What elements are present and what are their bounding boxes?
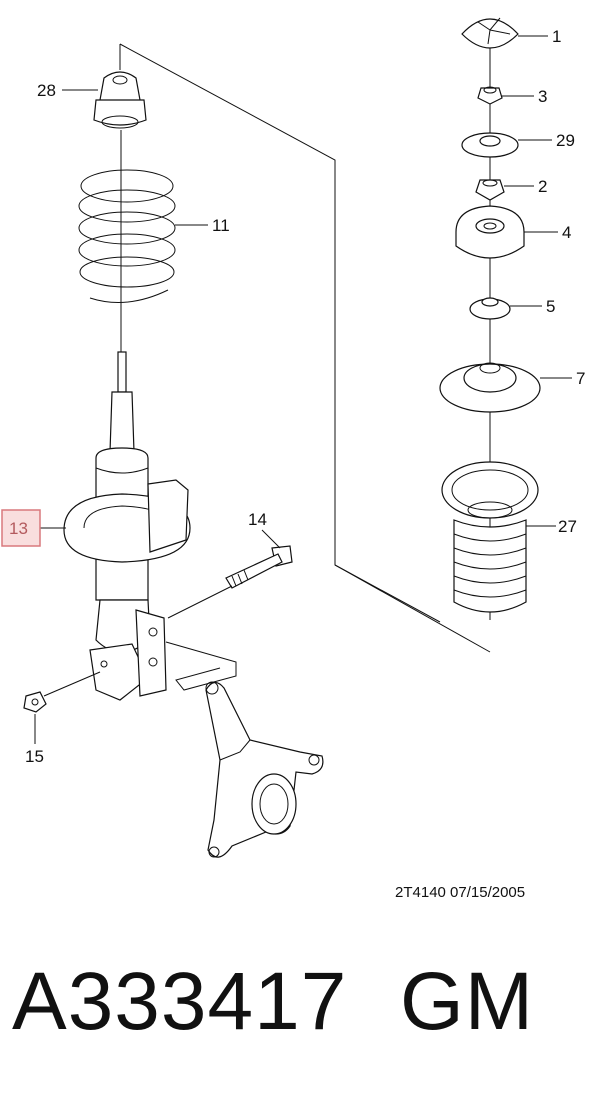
part-7-spring-seat [439,362,541,413]
part-27-dust-boot [441,461,539,613]
nut-guide-line [43,671,101,697]
brand-name: GM [400,956,535,1047]
callout-29: 29 [556,131,575,150]
part-29-washer [461,132,519,158]
part-13-strut [63,351,191,701]
callout-11: 11 [212,216,230,235]
callout-2: 2 [538,177,547,196]
callout-28: 28 [37,81,56,100]
part-1-cap [461,17,519,49]
part-15-nut [23,691,47,713]
highlighted-callout-13[interactable]: 13 [1,509,41,547]
bolt-guide-line [167,585,233,619]
part-number: A333417 [12,956,348,1047]
steering-knuckle [165,641,324,858]
callout-3: 3 [538,87,547,106]
leader-lines [34,35,572,744]
drawing-code: 2T4140 07/15/2005 [395,884,526,901]
exploded-parts-diagram: 1 3 29 2 4 5 7 27 28 11 14 15 13 [1,17,585,858]
assembly-frame-lines [119,43,491,653]
part-2-nut [475,179,505,201]
part-28-bump-stop [93,71,147,129]
callout-5: 5 [546,297,555,316]
part-4-strut-mount [455,205,525,259]
callout-13: 13 [9,519,28,538]
part-14-bolt [225,545,293,589]
callout-14: 14 [248,510,267,529]
part-11-coil-spring [78,169,176,303]
callout-7: 7 [576,369,585,388]
callout-1: 1 [552,27,561,46]
callout-27: 27 [558,517,577,536]
part-5-bearing [469,297,511,320]
part-3-nut [477,86,503,105]
callout-4: 4 [562,223,571,242]
callout-15: 15 [25,747,44,766]
